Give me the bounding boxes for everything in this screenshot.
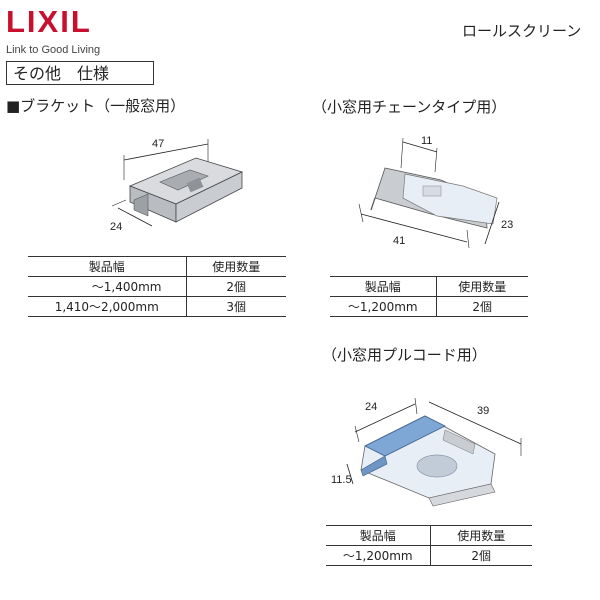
dim-39: 39 <box>477 405 489 417</box>
cell-width: ～1,400mm <box>28 276 187 297</box>
general-bracket-illustration: 47 24 <box>110 138 244 233</box>
cell-width: ～1,200mm <box>326 545 431 566</box>
cell-width: ～1,200mm <box>330 296 437 317</box>
chain-bracket-illustration: 11 41 23 <box>358 135 513 249</box>
header-quantity: 使用数量 <box>436 276 528 297</box>
dim-24: 24 <box>365 401 377 413</box>
cell-quantity: 2個 <box>186 276 286 297</box>
table-row: ～1,400mm 2個 <box>28 276 286 297</box>
pullcord-bracket-table: 製品幅 使用数量 ～1,200mm 2個 <box>326 525 532 566</box>
header-width: 製品幅 <box>330 276 437 297</box>
header-width: 製品幅 <box>326 525 431 546</box>
dim-23: 23 <box>501 219 513 231</box>
section-title-pullcord: （小窓用プルコード用） <box>322 346 487 364</box>
table-row: ～1,200mm 2個 <box>330 296 528 317</box>
header-width: 製品幅 <box>28 256 187 277</box>
cell-quantity: 2個 <box>436 296 528 317</box>
table-row: ～1,200mm 2個 <box>326 545 532 566</box>
dim-24: 24 <box>110 221 122 233</box>
header-quantity: 使用数量 <box>430 525 532 546</box>
product-category: ロールスクリーン <box>462 22 582 40</box>
table-row: 1,410～2,000mm 3個 <box>28 296 286 317</box>
header-quantity: 使用数量 <box>186 256 286 277</box>
section-title-general: ■ブラケット（一般窓用） <box>6 97 186 115</box>
dim-11: 11 <box>421 135 432 147</box>
dim-47: 47 <box>152 138 164 150</box>
dim-11-5: 11.5 <box>331 474 352 486</box>
pullcord-bracket-illustration: 24 39 11.5 <box>331 397 522 507</box>
lixil-logo: LIXIL <box>6 4 92 39</box>
general-bracket-table: 製品幅 使用数量 ～1,400mm 2個 1,410～2,000mm 3個 <box>28 256 286 317</box>
chain-bracket-table: 製品幅 使用数量 ～1,200mm 2個 <box>330 276 528 317</box>
table-header-row: 製品幅 使用数量 <box>28 256 286 277</box>
brand-tagline: Link to Good Living <box>6 44 101 56</box>
table-header-row: 製品幅 使用数量 <box>326 525 532 546</box>
spec-title-box: その他 仕様 <box>6 61 154 85</box>
cell-quantity: 3個 <box>186 296 286 317</box>
dim-41: 41 <box>393 235 405 247</box>
table-header-row: 製品幅 使用数量 <box>330 276 528 297</box>
cell-quantity: 2個 <box>430 545 532 566</box>
section-title-chain: （小窓用チェーンタイプ用） <box>312 98 507 116</box>
cell-width: 1,410～2,000mm <box>28 296 187 317</box>
